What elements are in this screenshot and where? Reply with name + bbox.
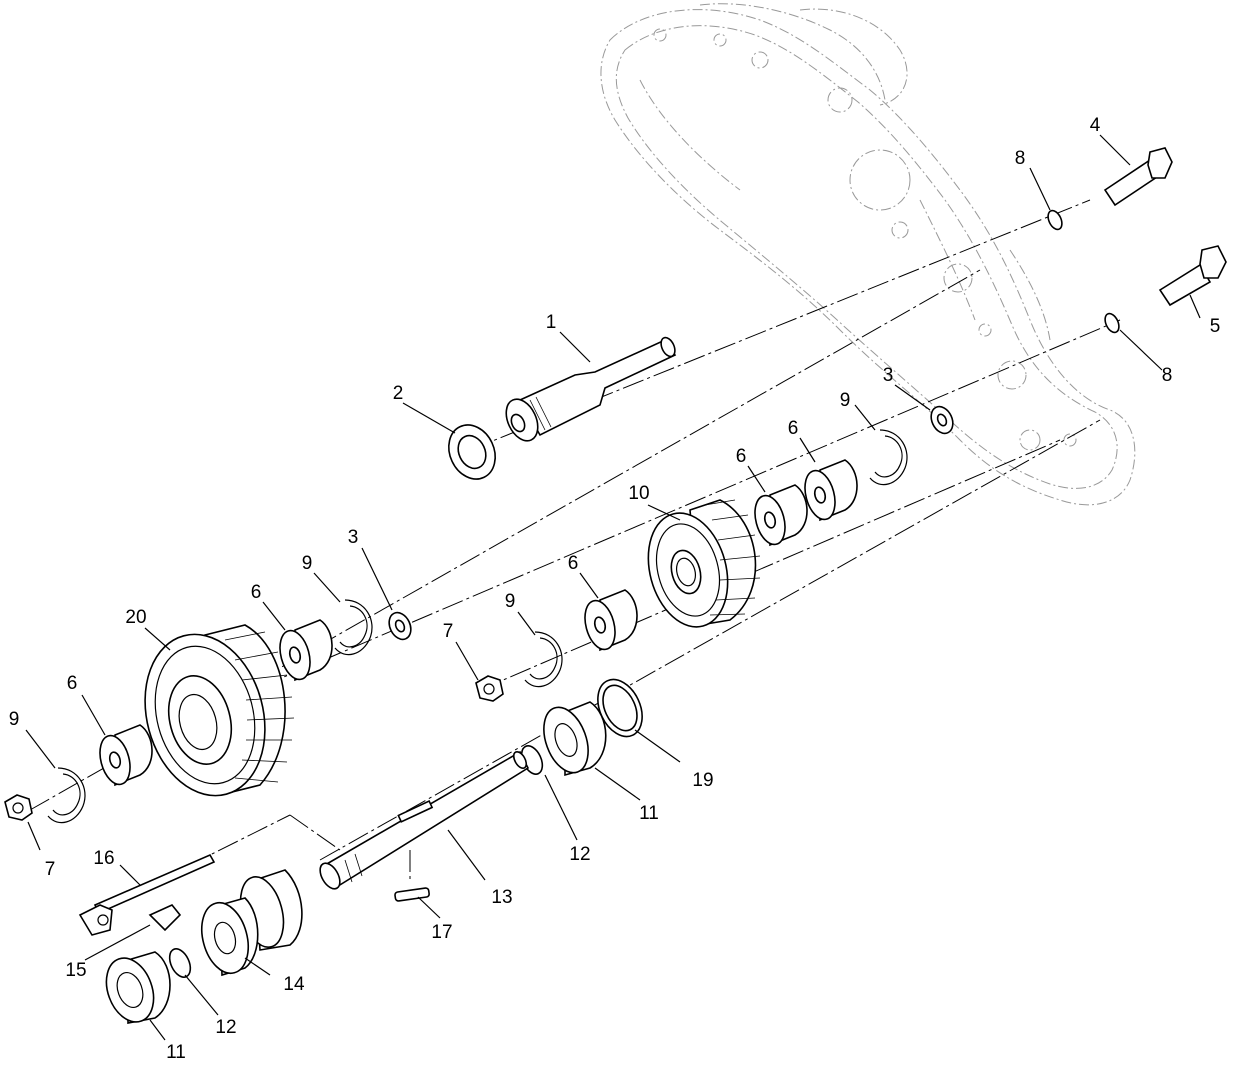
bearing-upper <box>543 701 607 777</box>
gear-20 <box>144 624 295 797</box>
gear-10 <box>647 499 761 628</box>
callout-1: 1 <box>546 312 557 333</box>
snap-ring-2 <box>334 599 373 656</box>
callout-11: 11 <box>639 803 659 824</box>
callout-6: 6 <box>568 553 579 574</box>
oring-lower <box>1104 312 1120 334</box>
bearing-lower <box>105 951 171 1024</box>
callout-13: 13 <box>491 887 512 908</box>
transmission-housing-ghost <box>600 3 1136 506</box>
spacer-4 <box>279 619 333 682</box>
hex-nut-lower <box>4 794 33 821</box>
collar-nut <box>448 424 496 480</box>
shift-fork <box>78 904 182 936</box>
callout-19: 19 <box>692 770 713 791</box>
leader-lines <box>25 134 1201 1041</box>
bolt-upper <box>1103 147 1173 207</box>
callout-3: 3 <box>883 365 894 386</box>
callout-9: 9 <box>9 709 20 730</box>
washer-lower <box>388 611 412 641</box>
callout-6: 6 <box>251 582 262 603</box>
callout-9: 9 <box>840 390 851 411</box>
spacer-1 <box>804 459 858 522</box>
callout-4: 4 <box>1090 115 1101 136</box>
hex-nut-upper <box>475 675 504 702</box>
callout-20: 20 <box>125 607 146 628</box>
gear-cluster <box>200 869 303 977</box>
large-oring <box>597 678 643 738</box>
callout-8: 8 <box>1162 365 1173 386</box>
callout-14: 14 <box>283 974 305 995</box>
snap-ring-1 <box>869 429 908 486</box>
snap-ring-4 <box>47 767 86 824</box>
callout-5: 5 <box>1210 316 1221 337</box>
bolt-lower <box>1158 245 1227 307</box>
callout-7: 7 <box>45 859 56 880</box>
callout-12: 12 <box>215 1017 236 1038</box>
input-shaft <box>505 336 677 442</box>
callout-8: 8 <box>1015 148 1026 169</box>
callout-6: 6 <box>736 446 747 467</box>
callout-9: 9 <box>302 553 313 574</box>
callout-17: 17 <box>431 922 452 943</box>
callout-labels: 1 2 3 3 4 5 6 6 6 6 6 7 7 8 8 9 9 9 9 10… <box>9 115 1221 1063</box>
callout-11: 11 <box>166 1042 186 1063</box>
callout-6: 6 <box>788 418 799 439</box>
callout-3: 3 <box>348 527 359 548</box>
callout-2: 2 <box>393 383 404 404</box>
callout-7: 7 <box>443 621 454 642</box>
callout-10: 10 <box>628 483 649 504</box>
oring-upper <box>1047 209 1063 231</box>
callout-15: 15 <box>65 960 86 981</box>
spacer-5 <box>99 724 153 787</box>
callout-16: 16 <box>93 848 114 869</box>
spacer-2 <box>754 484 808 547</box>
spacer-3 <box>584 589 638 652</box>
key <box>394 887 430 902</box>
callout-12: 12 <box>569 844 590 865</box>
callout-6: 6 <box>67 673 78 694</box>
callout-9: 9 <box>505 591 516 612</box>
snap-ring-3 <box>524 631 563 688</box>
output-shaft <box>319 750 530 890</box>
washer-upper <box>930 405 954 435</box>
